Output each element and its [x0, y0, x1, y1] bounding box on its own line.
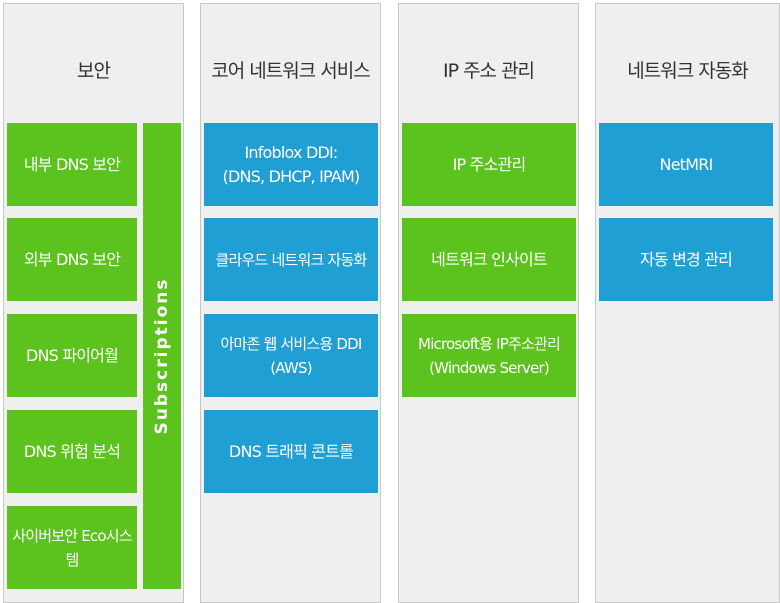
- column-title: 코어 네트워크 서비스: [211, 60, 370, 82]
- item-ipam: IP 주소관리: [402, 123, 576, 206]
- item-infoblox-ddi: Infoblox DDI: (DNS, DHCP, IPAM): [204, 123, 378, 206]
- column-network-automation: 네트워크 자동화 NetMRI 자동 변경 관리: [595, 3, 780, 603]
- item-cybersecurity-ecosystem: 사이버보안 Eco시스템: [7, 506, 137, 589]
- column-security: 보안 내부 DNS 보안 외부 DNS 보안 DNS 파이어월 DNS 위험 분…: [3, 3, 184, 603]
- item-internal-dns-security: 내부 DNS 보안: [7, 123, 137, 206]
- item-network-insight: 네트워크 인사이트: [402, 218, 576, 301]
- item-cloud-network-automation: 클라우드 네트워크 자동화: [204, 218, 378, 301]
- item-netmri: NetMRI: [599, 123, 773, 206]
- column-title: 네트워크 자동화: [627, 60, 748, 82]
- subscriptions-label: Subscriptions: [152, 277, 172, 435]
- item-aws-ddi: 아마존 웹 서비스용 DDI (AWS): [204, 314, 378, 397]
- item-dns-traffic-control: DNS 트래픽 콘트롤: [204, 410, 378, 493]
- item-dns-threat-analytics: DNS 위험 분석: [7, 410, 137, 493]
- item-microsoft-ipam: Microsoft용 IP주소관리 (Windows Server): [402, 314, 576, 397]
- item-dns-firewall: DNS 파이어월: [7, 314, 137, 397]
- column-ip-address-management: IP 주소 관리 IP 주소관리 네트워크 인사이트 Microsoft용 IP…: [398, 3, 579, 603]
- column-title: 보안: [77, 60, 111, 82]
- item-automated-change-management: 자동 변경 관리: [599, 218, 773, 301]
- item-external-dns-security: 외부 DNS 보안: [7, 218, 137, 301]
- column-core-network-services: 코어 네트워크 서비스 Infoblox DDI: (DNS, DHCP, IP…: [200, 3, 381, 603]
- subscriptions-bar: Subscriptions: [143, 123, 181, 589]
- column-title: IP 주소 관리: [442, 60, 535, 82]
